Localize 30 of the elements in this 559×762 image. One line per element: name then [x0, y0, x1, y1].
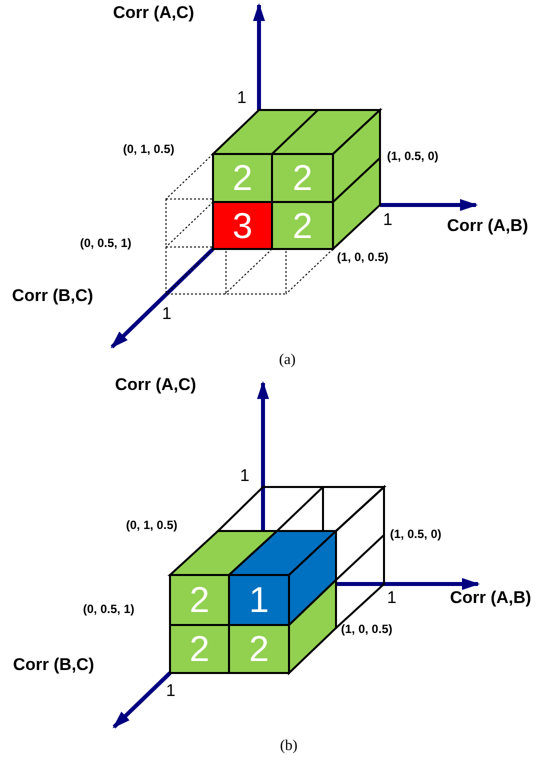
cube-cell: 2: [271, 201, 334, 250]
cube-cell: 2: [169, 574, 230, 626]
coordinate-label: (1, 0, 0.5): [341, 623, 392, 635]
tick-label: 1: [162, 305, 172, 322]
tick-label: 1: [383, 211, 392, 228]
coordinate-label: (0, 1, 0.5): [126, 519, 178, 531]
coordinate-label: (0, 1, 0.5): [123, 143, 174, 155]
panel-caption: (b): [280, 739, 298, 754]
coordinate-label: (1, 0.5, 0): [387, 150, 438, 162]
tick-label: 1: [237, 89, 246, 106]
axis-title: Corr (A,C): [113, 4, 194, 21]
axis-title: Corr (A,B): [447, 217, 528, 234]
panel-caption: (a): [279, 353, 296, 368]
axis-title: Corr (B,C): [12, 287, 94, 304]
cube-cell: 2: [212, 153, 273, 203]
coordinate-label: (1, 0.5, 0): [390, 528, 442, 540]
cube-cell: 2: [271, 153, 334, 203]
axis-title: Corr (A,B): [450, 589, 532, 606]
cube-cell: 2: [228, 624, 290, 674]
tick-label: 1: [240, 467, 250, 484]
tick-label: 1: [166, 682, 176, 699]
cube-cell: 1: [228, 574, 290, 626]
coordinate-label: (1, 0, 0.5): [337, 251, 388, 263]
cube-cell: 3: [212, 201, 273, 250]
tick-label: 1: [387, 589, 396, 606]
cube-cell: 2: [169, 624, 230, 674]
axis-title: Corr (A,C): [115, 376, 196, 393]
axis-title: Corr (B,C): [13, 656, 94, 673]
coordinate-label: (0, 0.5, 1): [83, 603, 134, 615]
coordinate-label: (0, 0.5, 1): [80, 237, 132, 249]
